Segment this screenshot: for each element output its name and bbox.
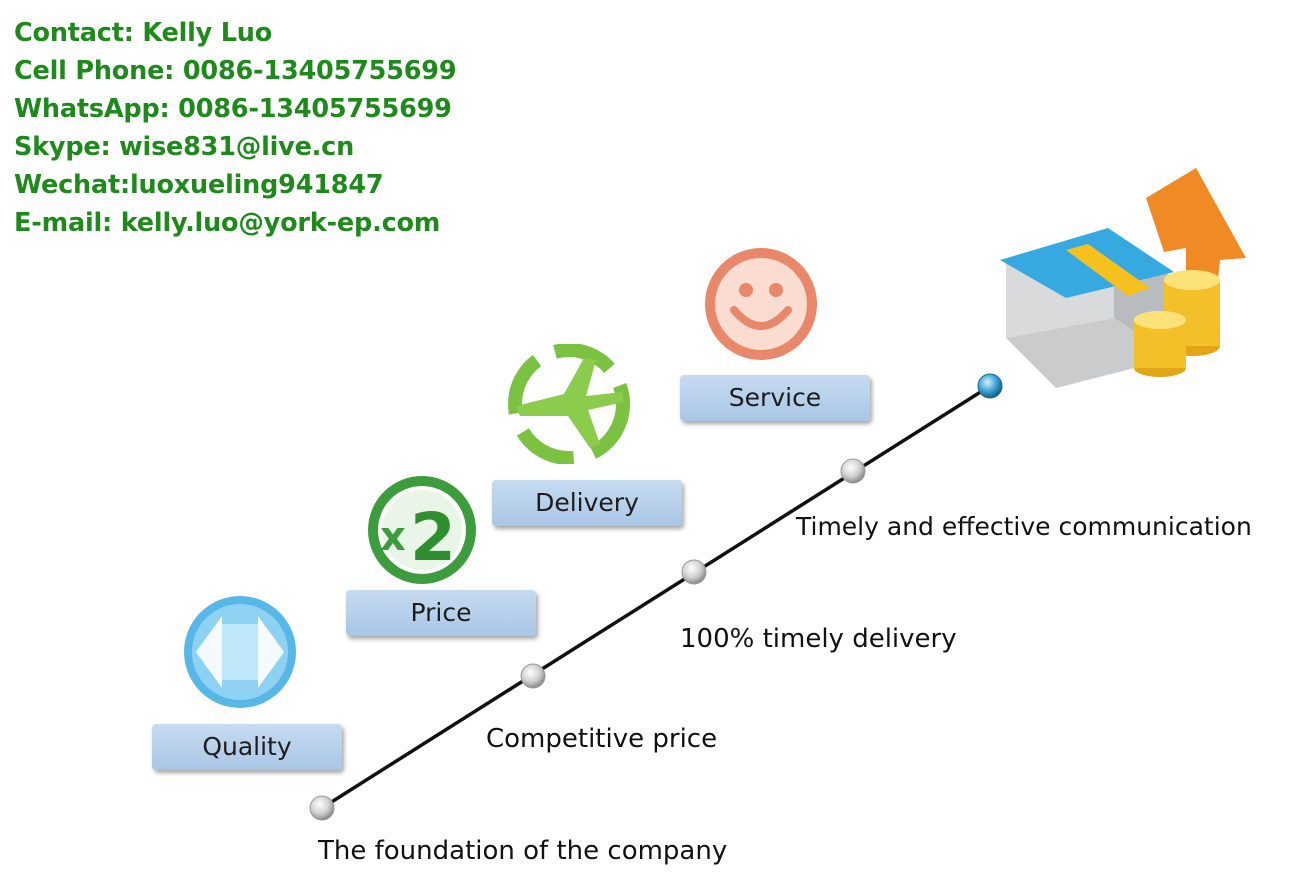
stage-label-delivery: Delivery — [492, 480, 682, 526]
timeline-node-communication — [840, 458, 866, 484]
stage-label-quality: Quality — [152, 724, 342, 770]
svg-text:2: 2 — [410, 499, 456, 576]
smiley-icon — [705, 248, 817, 360]
stage-label-price: Price — [346, 590, 536, 636]
contact-email: E-mail: kelly.luo@york-ep.com — [14, 208, 441, 238]
contact-wechat: Wechat:luoxueling941847 — [14, 170, 384, 200]
milestone-competitive-price: Competitive price — [486, 724, 718, 754]
timeline-node-price — [520, 663, 546, 689]
coin-stack — [1134, 270, 1220, 377]
milestone-communication: Timely and effective communication — [796, 512, 1252, 541]
svg-text:x: x — [380, 514, 406, 560]
airplane-icon — [508, 344, 630, 464]
timeline-line — [321, 384, 991, 810]
contact-name: Contact: Kelly Luo — [14, 18, 273, 48]
contact-cell-phone: Cell Phone: 0086-13405755699 — [14, 56, 457, 86]
arrows-circle-icon — [184, 596, 296, 708]
stage-label-service: Service — [680, 375, 870, 421]
contact-whatsapp: WhatsApp: 0086-13405755699 — [14, 94, 452, 124]
milestone-foundation: The foundation of the company — [318, 836, 728, 866]
contact-block: Contact: Kelly Luo Cell Phone: 0086-1340… — [14, 14, 457, 242]
contact-skype: Skype: wise831@live.cn — [14, 132, 355, 162]
timeline-node-delivery — [681, 559, 707, 585]
milestone-timely-delivery: 100% timely delivery — [680, 624, 957, 654]
money-stack-icon — [1000, 168, 1246, 388]
x2-circle-icon: x 2 — [368, 476, 476, 584]
timeline-node-foundation — [309, 795, 335, 821]
timeline-node-goal — [977, 373, 1003, 399]
